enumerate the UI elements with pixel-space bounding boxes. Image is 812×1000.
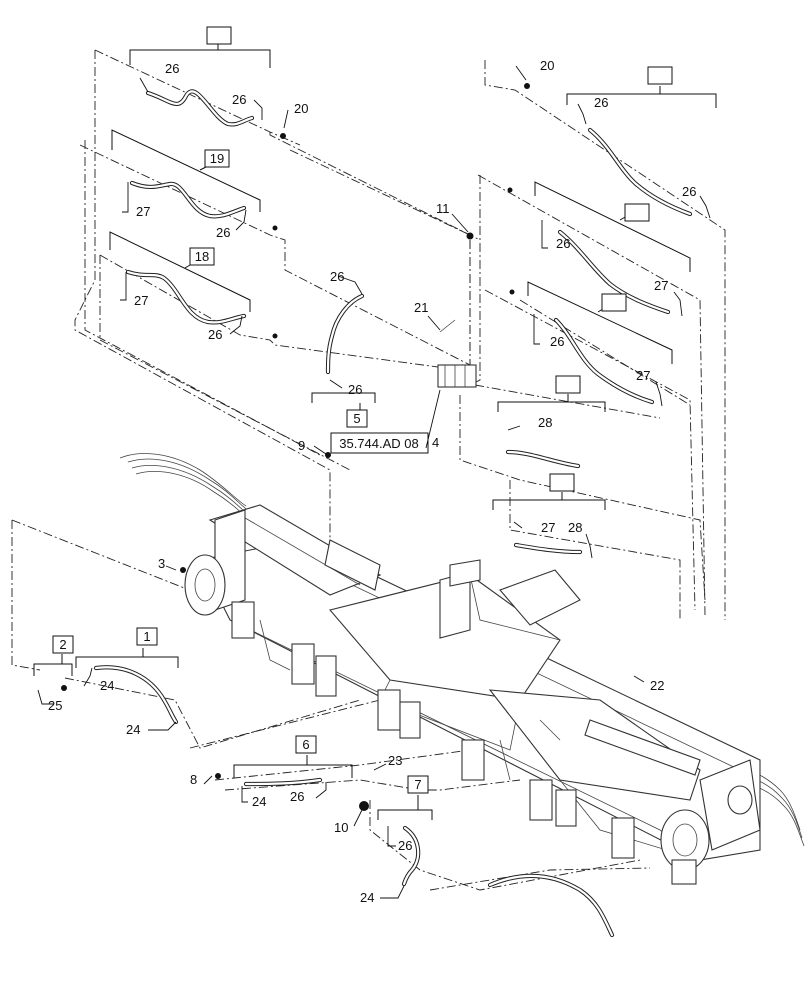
label-8: 8 [190, 772, 197, 787]
boxed-callouts: 19 18 5 1 2 6 7 [52, 26, 673, 794]
callout-7: 7 [414, 777, 421, 792]
label-11: 11 [436, 201, 450, 216]
hose-lower-right [487, 873, 615, 938]
label-26: 26 [556, 236, 570, 251]
hose-5 [325, 293, 365, 375]
item-number-labels: 26 26 20 27 26 27 26 26 26 20 26 26 11 2… [48, 58, 696, 905]
label-4: 4 [432, 435, 439, 450]
hose-14 [145, 89, 255, 127]
hose-16 [557, 229, 671, 315]
label-26: 26 [330, 269, 344, 284]
callout-13: 19 [210, 151, 224, 166]
leader-lines [37, 65, 711, 899]
label-26: 26 [232, 92, 246, 107]
label-26: 26 [348, 382, 362, 397]
label-27: 27 [654, 278, 668, 293]
callout-5: 5 [353, 411, 360, 426]
label-24: 24 [360, 890, 374, 905]
label-21: 21 [414, 300, 428, 315]
label-25: 25 [48, 698, 62, 713]
label-27: 27 [134, 293, 148, 308]
reference-box: 35.744.AD 08 [330, 432, 429, 454]
reference-text: 35.744.AD 08 [339, 436, 419, 451]
hose-12 [125, 269, 247, 325]
hose-7 [401, 825, 421, 887]
hose-13 [129, 180, 247, 219]
callout-1: 1 [143, 629, 150, 644]
implement-frame [184, 319, 761, 885]
label-27: 27 [136, 204, 150, 219]
label-26: 26 [290, 789, 304, 804]
label-26: 26 [594, 95, 608, 110]
label-27: 27 [541, 520, 555, 535]
label-27: 27 [636, 368, 650, 383]
label-26: 26 [208, 327, 222, 342]
label-26: 26 [165, 61, 179, 76]
label-28: 28 [538, 415, 552, 430]
hose-assemblies [93, 89, 805, 938]
label-10: 10 [334, 820, 348, 835]
label-20: 20 [294, 101, 308, 116]
label-22: 22 [650, 678, 664, 693]
hose-17 [553, 317, 655, 405]
hose-bundle-top-left [119, 453, 255, 525]
callout-2: 2 [59, 637, 66, 652]
label-24: 24 [126, 722, 140, 737]
center-lines [11, 49, 726, 891]
hose-18 [513, 542, 583, 555]
label-26: 26 [550, 334, 564, 349]
callout-6: 6 [302, 737, 309, 752]
label-26: 26 [682, 184, 696, 199]
hose-1 [93, 665, 179, 725]
label-26: 26 [398, 838, 412, 853]
callout-12: 18 [195, 249, 209, 264]
label-23: 23 [388, 753, 402, 768]
hose-19 [505, 449, 581, 469]
label-26: 26 [216, 225, 230, 240]
hose-15 [587, 127, 693, 217]
label-20: 20 [540, 58, 554, 73]
hose-6 [243, 777, 323, 787]
label-24: 24 [252, 794, 266, 809]
label-9: 9 [298, 438, 305, 453]
part-brackets [33, 42, 717, 820]
label-24: 24 [100, 678, 114, 693]
label-28: 28 [568, 520, 582, 535]
label-3: 3 [158, 556, 165, 571]
fittings [61, 83, 530, 811]
